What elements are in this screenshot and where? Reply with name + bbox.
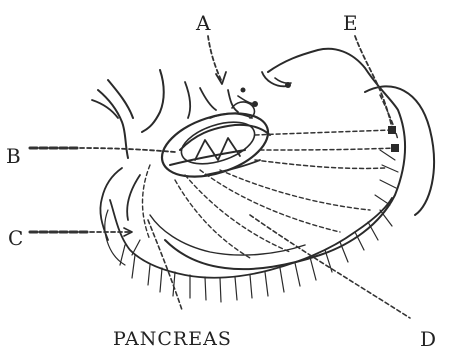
label-e: E: [343, 11, 358, 35]
label-pancreas: PANCREAS: [113, 328, 232, 350]
radiating-nerves: [143, 126, 400, 258]
label-c: C: [8, 226, 23, 250]
label-b: B: [6, 144, 21, 168]
label-a: A: [195, 11, 211, 35]
pointer-lines: [30, 36, 410, 318]
vessel-cluster: [92, 70, 258, 240]
label-d: D: [420, 327, 436, 351]
central-plexus: [154, 101, 276, 188]
pancreas-shape: [105, 150, 398, 302]
